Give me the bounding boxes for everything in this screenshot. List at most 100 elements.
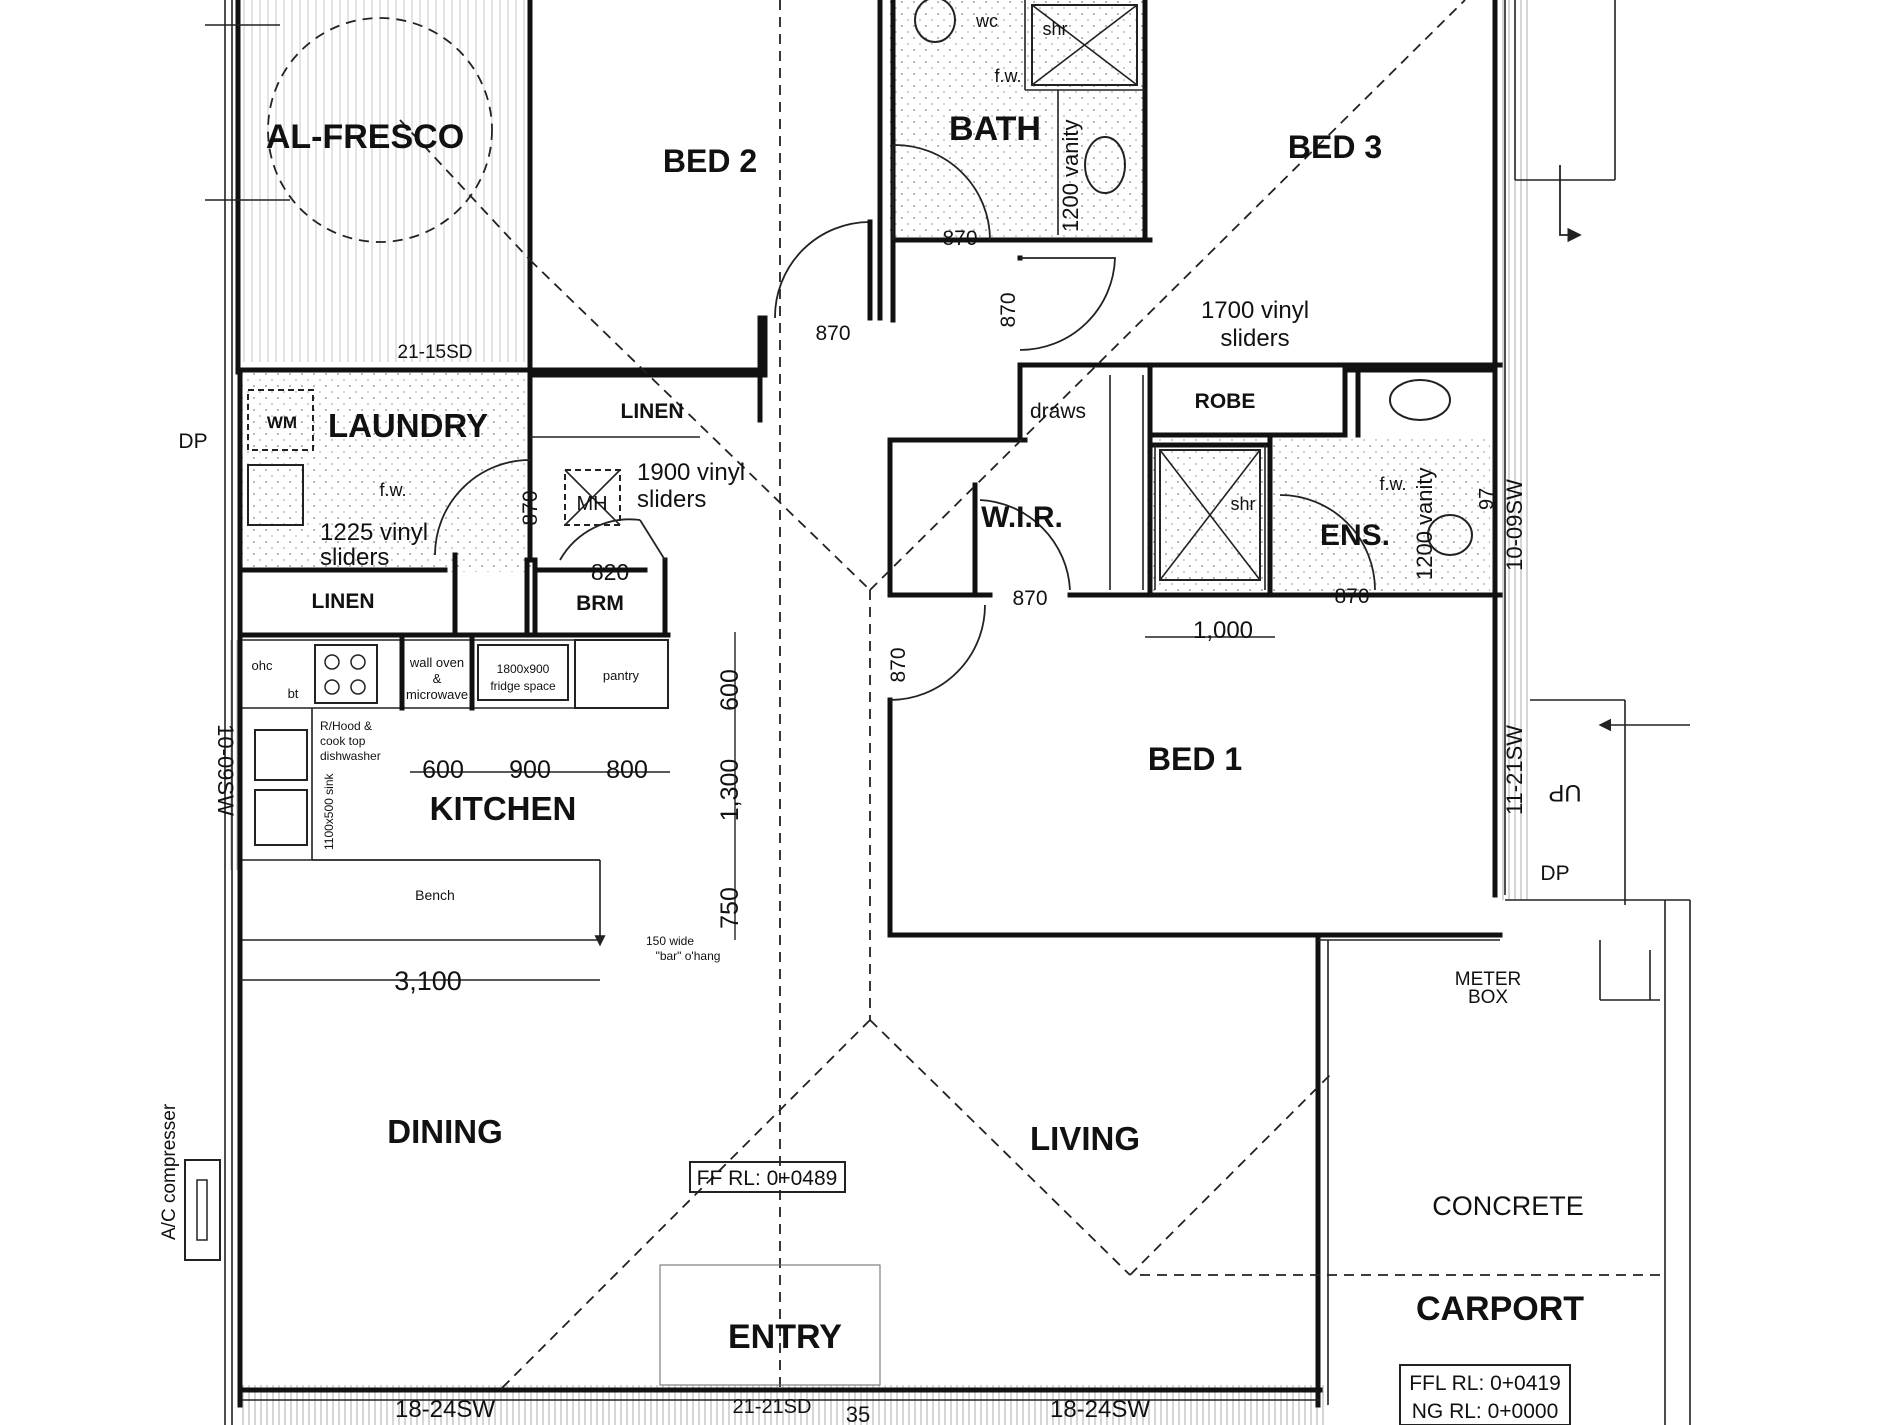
ffl-living-label: FF RL: 0+0489 [697,1167,838,1190]
ng-carport-label: NG RL: 0+0000 [1412,1400,1559,1423]
draws-label: draws [1030,400,1086,423]
rhood-label-1: R/Hood & [320,719,372,733]
fixture-labels: wc shr f.w. 1200 vanity LINEN ROBE draws… [159,11,1582,1240]
entry-label: ENTRY [728,1318,842,1356]
fw-laundry-label: f.w. [379,480,406,500]
wall-oven-label-3: microwave [406,687,468,702]
dim-kit-600a: 600 [422,756,464,784]
dim-door-bath: 870 [942,227,977,250]
wm-label: WM [267,413,297,432]
mh-label: MH [576,493,607,515]
shr-bath-label: shr [1042,19,1067,39]
bench-label: Bench [415,887,455,903]
window-alfresco-door: 21-15SD [398,342,473,363]
alfresco-label: AL-FRESCO [266,118,464,156]
window-front-door: 21-21SD [733,1396,812,1418]
dim-door-laundry: 870 [519,490,542,525]
vanity-ens-label: 1200 vanity [1412,467,1437,580]
ffl-box [689,1161,846,1193]
notes: 1700 vinyl sliders 1900 vinyl sliders 12… [320,297,1561,1423]
carport-label: CARPORT [1416,1290,1584,1328]
dim-door-brm: 820 [591,559,629,585]
wir-label: W.I.R. [981,501,1063,534]
concrete-label: CONCRETE [1432,1191,1584,1221]
alfresco-feature [267,17,493,243]
fridge-label-1: 1800x900 [497,662,550,676]
window-west-kitchen: 10-09SW [213,724,238,816]
ens-label: ENS. [1320,519,1390,552]
toilet-bath-icon [914,0,956,43]
ens-97-label: 97 [1476,488,1498,510]
sliders-1225-b: sliders [320,544,389,571]
bar-label-2: "bar" o'hang [656,949,721,963]
sink-label: 1100x500 sink [322,773,336,851]
bed3-label: BED 3 [1288,129,1382,165]
dim-door-wir: 870 [1012,587,1047,610]
dim-kit-1300: 1,300 [716,759,744,822]
dim-step-35: 35 [846,1402,870,1425]
bath-tiles [890,0,1145,240]
cooktop-icon [314,644,378,704]
dim-door-ens: 870 [1334,585,1369,608]
fw-ens-label: f.w. [1379,474,1406,494]
bed1-label: BED 1 [1148,741,1242,777]
manhole-icon [564,469,621,526]
kitchen-label: KITCHEN [430,790,577,827]
ens-tiles [1145,435,1490,595]
linen-hall-label: LINEN [621,400,684,423]
dimension-lines [240,632,1275,981]
window-front-right: 18-24SW [1050,1396,1150,1423]
wall-oven-label-1: wall oven [409,655,464,670]
bar-label-1: 150 wide [646,934,694,948]
ac-label: A/C compresser [159,1103,180,1240]
west-strip [222,640,240,870]
sink-icon [254,729,308,781]
wc-label: wc [975,11,998,31]
shower-bath-icon [1031,4,1138,86]
brm-label: BRM [576,592,624,615]
dim-kit-800: 800 [606,756,648,784]
vanity-bath-label: 1200 vanity [1058,119,1083,232]
dim-kit-600b: 600 [716,669,744,711]
dim-kit-3100: 3,100 [394,966,462,996]
linen-laundry-label: LINEN [312,590,375,613]
dim-door-bed1: 870 [887,647,910,682]
bed2-label: BED 2 [663,143,757,179]
robe-label: ROBE [1195,390,1256,413]
wall-oven-label-2: & [433,671,442,686]
window-front-left: 18-24SW [395,1396,495,1423]
dining-label: DINING [387,1113,503,1150]
basin-ens-icon [1389,379,1451,421]
pantry-label: pantry [603,668,640,683]
fw-bath-label: f.w. [994,66,1021,86]
window-east-ens: 10-09SW [1502,479,1527,571]
shr-ens-label: shr [1230,494,1255,514]
ac-unit-icon [184,1159,221,1261]
window-east-stair: 11-21SW [1502,725,1527,815]
carport-rl-box [1399,1364,1571,1425]
fixture-symbols [184,0,1690,1425]
sliders-1900-b: sliders [637,486,706,513]
bath-label: BATH [949,110,1041,148]
washing-machine-icon [247,389,314,451]
rhood-label-3: dishwasher [320,749,381,763]
dim-shower-width: 1,000 [1193,617,1253,644]
door-swings [434,144,1376,701]
sliders-1700-a: 1700 vinyl [1201,297,1309,324]
dimension-labels: 870 870 870 870 820 870 870 870 1,000 60… [394,227,1369,1425]
window-codes: 21-15SD 10-09SW 10-09SW 11-21SW 18-24SW … [213,342,1527,1423]
dim-kit-900: 900 [509,756,551,784]
basin-bath-icon [1084,136,1126,194]
ceiling-lines [399,0,1466,1391]
laundry-trough-icon [247,464,304,526]
sliders-1900-a: 1900 vinyl [637,459,745,486]
room-labels: AL-FRESCO BED 2 BATH BED 3 LAUNDRY KITCH… [266,110,1584,1356]
dim-door-bed3: 870 [997,292,1020,327]
ohc-label: ohc [252,658,273,673]
dim-kit-750: 750 [716,887,744,929]
rhood-label-2: cook top [320,734,366,748]
laundry-label: LAUNDRY [328,407,488,444]
sliders-1700-b: sliders [1220,325,1289,352]
meter-label-1: METER [1455,969,1522,990]
